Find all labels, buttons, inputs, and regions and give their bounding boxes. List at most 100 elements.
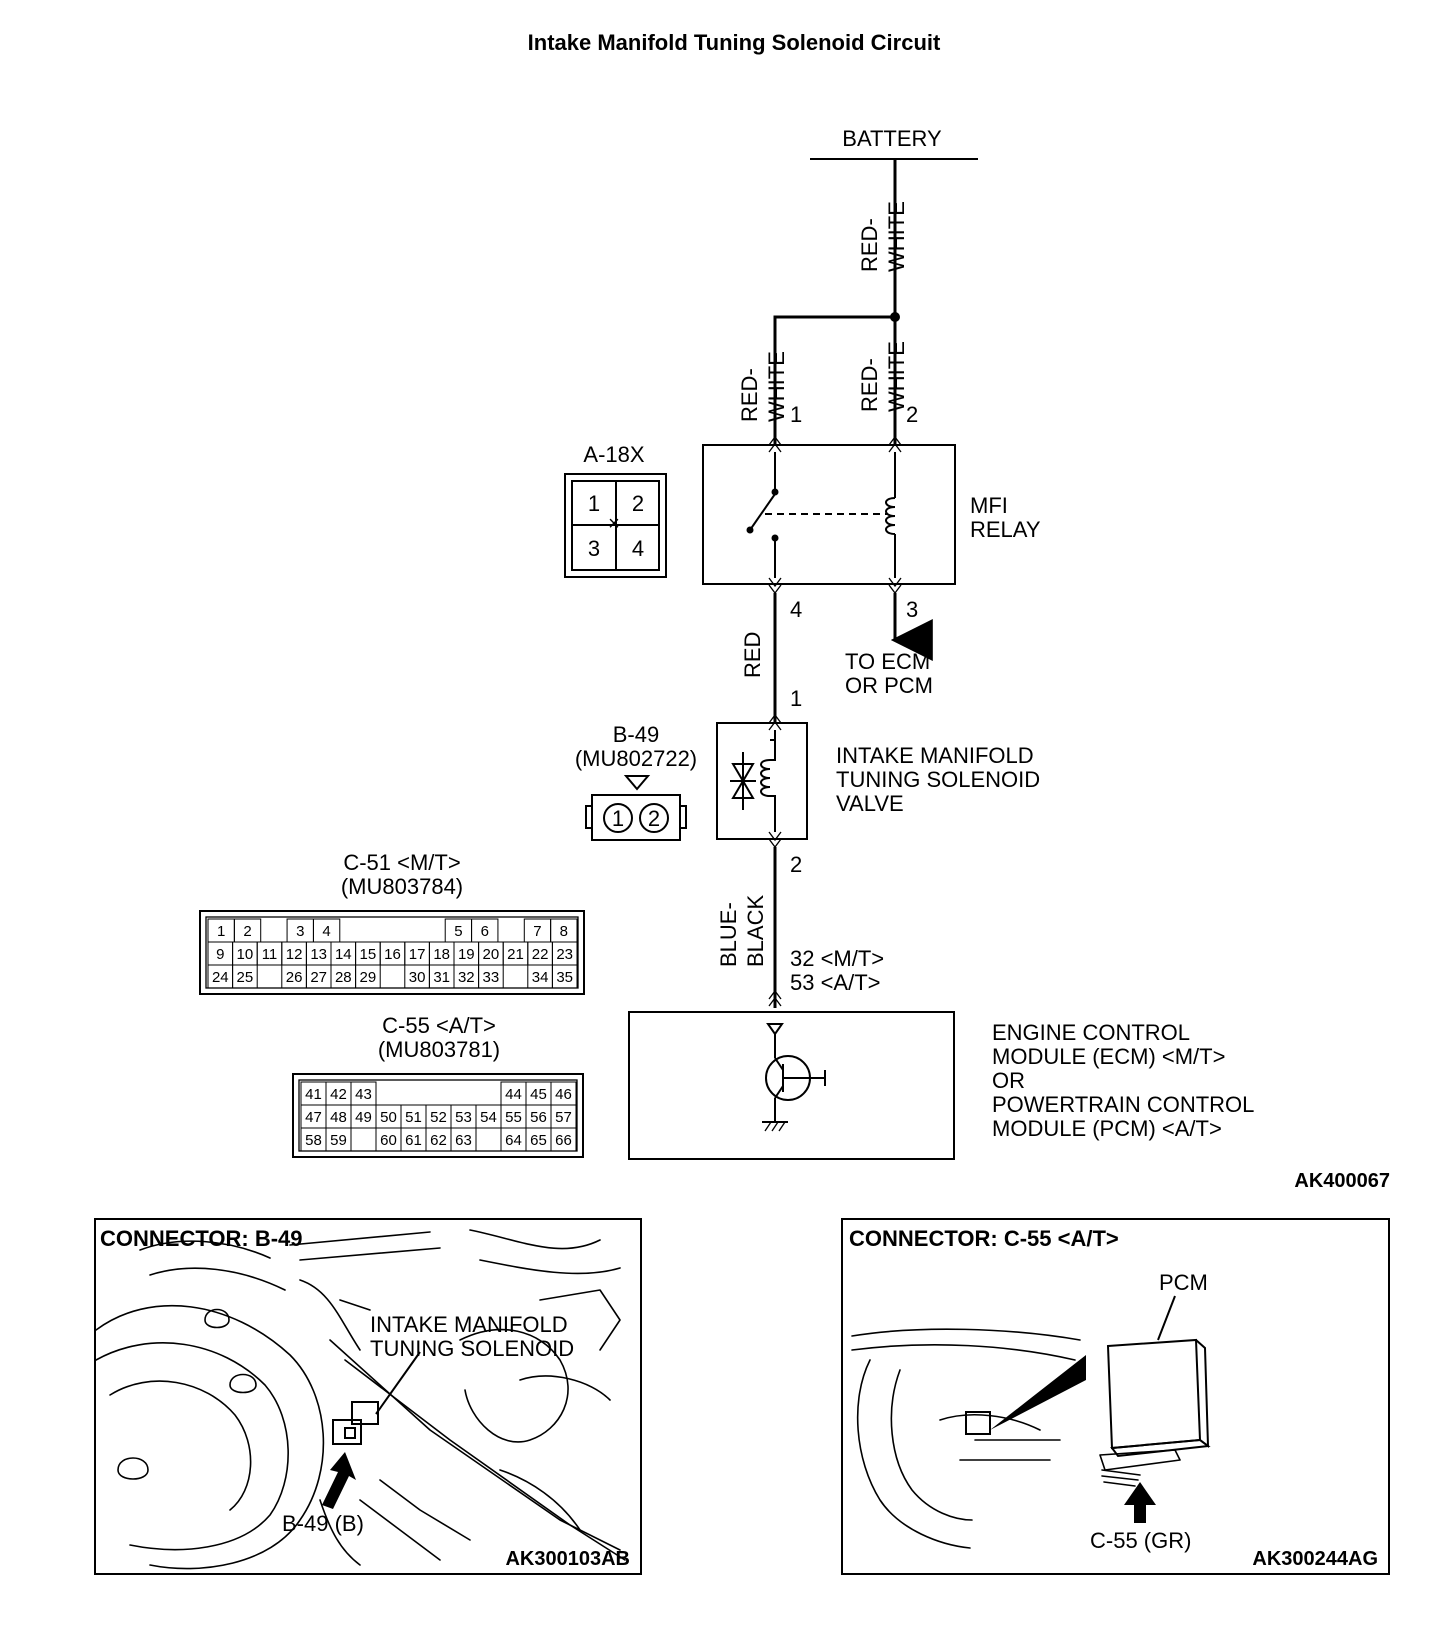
wire-color-label: WHITE [884,341,909,412]
relay-pin-4: 4 [790,597,802,622]
pin-label: 33 [483,969,500,986]
to-ecm-arrow: TO ECM OR PCM [845,593,933,698]
pin-label: 2 [632,491,644,516]
solenoid-label-line2: TUNING SOLENOID [836,767,1040,792]
relay-pin-3: 3 [906,597,918,622]
svg-text:WHITE: WHITE [764,351,789,422]
pin-label: 30 [409,969,426,986]
solenoid-label-line3: VALVE [836,791,904,816]
pin-label: 49 [355,1109,372,1126]
pin-label: 7 [533,923,541,940]
pin-label: 4 [632,536,644,561]
panel-c55-pointer: C-55 (GR) [1090,1528,1191,1553]
intake-manifold-tuning-solenoid-valve: INTAKE MANIFOLD TUNING SOLENOID VALVE [716,713,1040,849]
pin-label: 4 [322,923,330,940]
connector-c51-part: (MU803784) [341,874,463,899]
battery-label: BATTERY [842,126,942,151]
pin-label: 25 [237,969,254,986]
pin-label: 3 [588,536,600,561]
svg-text:WHITE: WHITE [884,201,909,272]
pointer-arrow-icon [322,1452,356,1509]
panel-b49-callout-line1: INTAKE MANIFOLD [370,1312,568,1337]
relay-label-line2: RELAY [970,517,1041,542]
pin-label: 17 [409,946,426,963]
pin-label: 11 [262,946,278,963]
pin-label: 32 [458,969,475,986]
pin-label: 54 [480,1109,497,1126]
svg-text:BLACK: BLACK [743,895,768,967]
connector-b49-part: (MU802722) [575,746,697,771]
dashboard-sketch [851,1295,1211,1549]
wire-junction-to-pin1: RED- WHITE [737,315,895,445]
pin-label: 28 [335,969,352,986]
solenoid-label-line1: INTAKE MANIFOLD [836,743,1034,768]
panel-c55-title: CONNECTOR: C-55 <A/T> [849,1226,1119,1251]
pin-cell [355,964,381,989]
ecm-label-line3: OR [992,1068,1025,1093]
ecm-label-line1: ENGINE CONTROL [992,1020,1190,1045]
pin-label: 55 [505,1109,522,1126]
wire-color-label: BLACK [743,895,768,967]
pin-label: 35 [556,969,573,986]
svg-text:WHITE: WHITE [884,341,909,412]
pin-label: 63 [455,1132,472,1149]
page-title: Intake Manifold Tuning Solenoid Circuit [528,30,941,55]
pin-cell [478,964,504,989]
pin-label: 9 [216,946,224,963]
connector-b49-label: B-49 [613,722,659,747]
solenoid-pin-1: 1 [790,686,802,711]
pin-label: 2 [648,806,660,831]
wire-color-label: RED [740,632,765,678]
panel-b49-callout-line2: TUNING SOLENOID [370,1336,574,1361]
engine-bay-sketch [95,1229,626,1570]
panel-c55-code: AK300244AG [1252,1548,1378,1570]
pin-label: 51 [405,1109,422,1126]
wire-relay-to-solenoid: RED [740,593,777,723]
ecm-label-line4: POWERTRAIN CONTROL [992,1092,1254,1117]
pin-label: 24 [212,969,229,986]
pin-label: 18 [433,946,450,963]
pin-cell [551,964,578,989]
wire-color-label: RED- [737,368,762,422]
svg-text:RED-: RED- [737,368,762,422]
pin-label: 46 [555,1086,572,1103]
pin-label: 64 [505,1132,522,1149]
wire-color-label: RED- [857,358,882,412]
pin-label: 34 [532,969,549,986]
connector-c55-part: (MU803781) [378,1037,500,1062]
pin-label: 19 [458,946,475,963]
pin-label: 42 [330,1086,347,1103]
pin-label: 52 [430,1109,447,1126]
svg-text:×: × [608,513,620,535]
battery: BATTERY [810,126,978,160]
pin-label: 2 [243,923,251,940]
solenoid-pin-2: 2 [790,852,802,877]
panel-b49-title: CONNECTOR: B-49 [100,1226,303,1251]
connector-a18x-label: A-18X [583,442,644,467]
wire-color-label: RED- [857,218,882,272]
pin-label: 53 [455,1109,472,1126]
relay-pin-1: 1 [790,402,802,427]
pin-label: 6 [481,923,489,940]
pin-label: 47 [305,1109,322,1126]
to-ecm-label-line2: OR PCM [845,673,933,698]
ecm-pin-at: 53 <A/T> [790,970,881,995]
pin-label: 21 [507,946,524,963]
pin-label: 41 [305,1086,322,1103]
pin-label: 45 [530,1086,547,1103]
panel-b49-code: AK300103AB [505,1548,630,1570]
ecm-pcm-module: ENGINE CONTROL MODULE (ECM) <M/T> OR POW… [628,989,1254,1160]
pin-label: 22 [532,946,549,963]
pin-cell [325,1127,352,1152]
pin-cell [450,1127,477,1152]
panel-c55-pcm: PCM [1159,1270,1208,1295]
pin-label: 60 [380,1132,397,1149]
connector-c55-label: C-55 <A/T> [382,1013,496,1038]
pin-cell [232,964,258,989]
pin-label: 43 [355,1086,372,1103]
pin-label: 13 [310,946,327,963]
